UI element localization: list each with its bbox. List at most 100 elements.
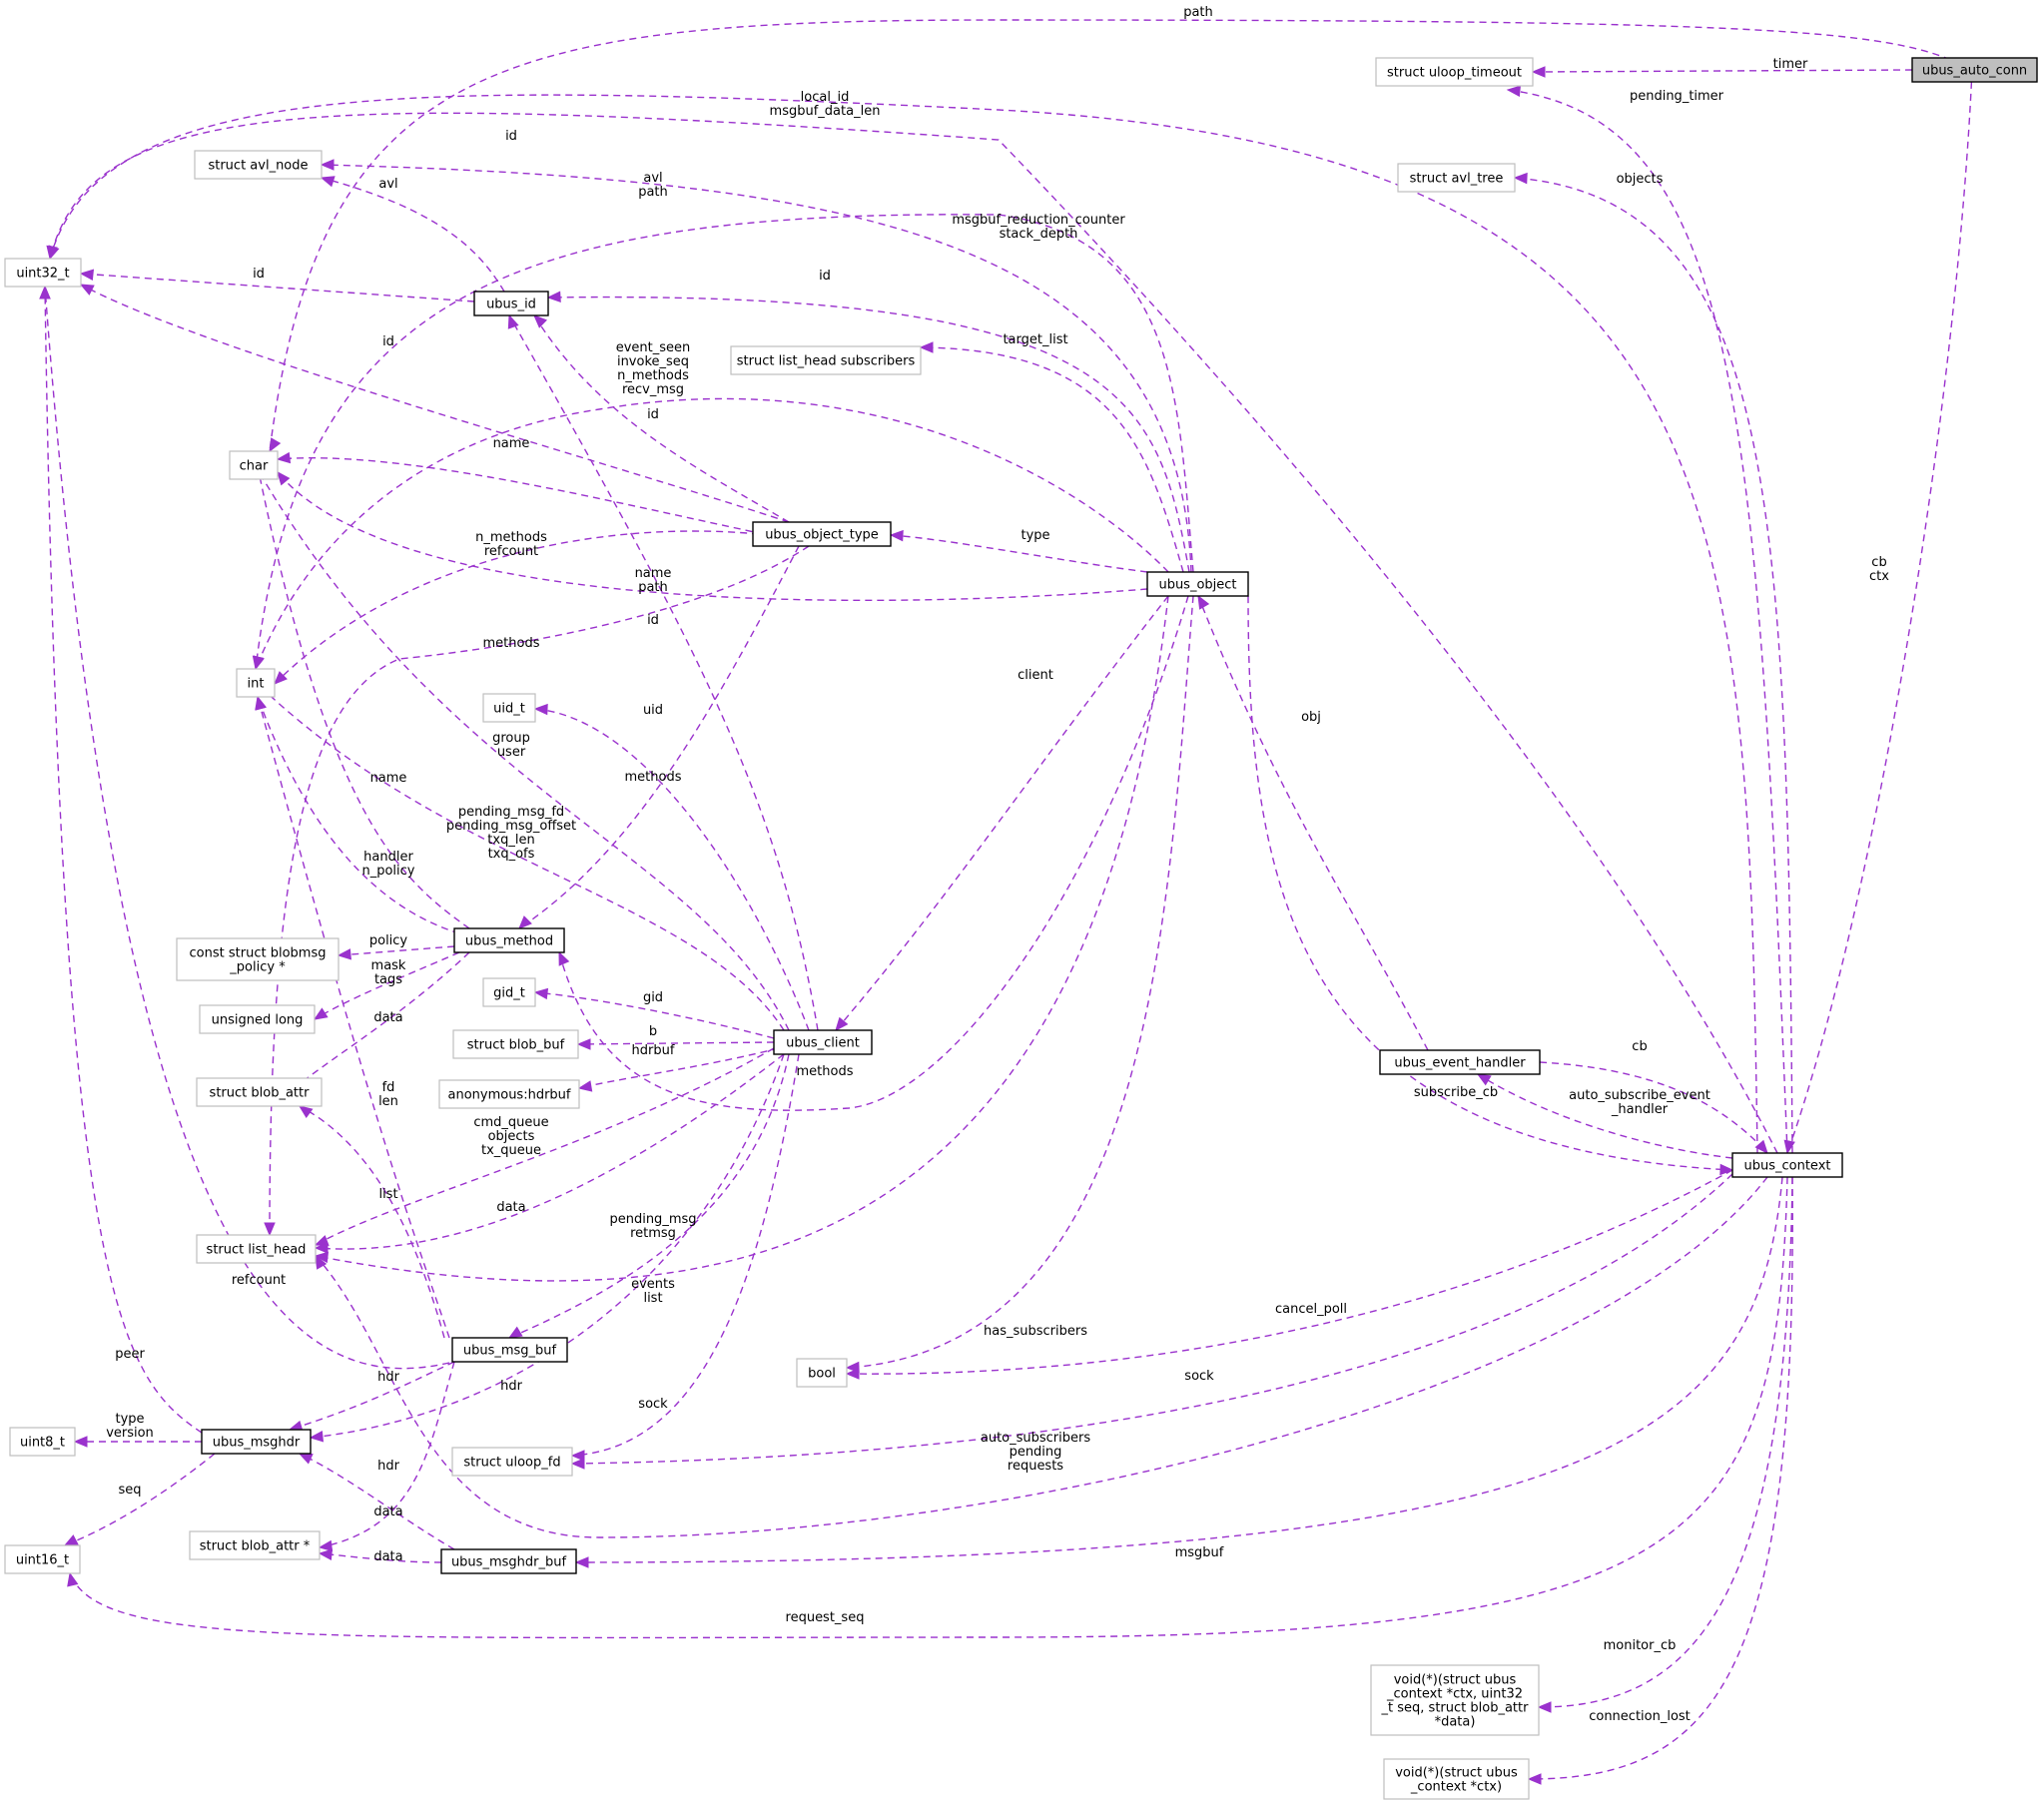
edge-label: sock bbox=[1184, 1369, 1214, 1384]
edge-methods-obj bbox=[558, 595, 1189, 1111]
arrowhead-icon bbox=[298, 1453, 314, 1465]
edge-label: mask bbox=[371, 958, 406, 973]
arrowhead-icon bbox=[507, 313, 519, 329]
arrowhead-icon bbox=[1197, 594, 1210, 610]
arrowhead-icon bbox=[1476, 1073, 1492, 1086]
edge-label: type bbox=[1021, 528, 1049, 543]
node-conn-lost-fn[interactable]: void(*)(struct ubus_context *ctx) bbox=[1383, 1758, 1530, 1800]
edge-target-list bbox=[919, 341, 1184, 573]
edge-id-type-ubusid bbox=[533, 314, 790, 523]
node-list-head-subscribers[interactable]: struct list_head subscribers bbox=[730, 345, 922, 375]
node-avl-tree[interactable]: struct avl_tree bbox=[1397, 163, 1516, 193]
node-unsigned-long[interactable]: unsigned long bbox=[199, 1004, 316, 1034]
edge-label: request_seq bbox=[786, 1610, 865, 1625]
node-label: _context *ctx, uint32 bbox=[1386, 1687, 1523, 1702]
arrowhead-icon bbox=[1506, 85, 1522, 97]
node-ubus-context[interactable]: ubus_context bbox=[1731, 1152, 1843, 1178]
edge-hdr-client bbox=[309, 1053, 785, 1443]
node-ubus-msghdr[interactable]: ubus_msghdr bbox=[201, 1429, 312, 1455]
node-ubus-id[interactable]: ubus_id bbox=[473, 291, 549, 316]
edge-label: hdrbuf bbox=[632, 1043, 675, 1058]
edge-label: tags bbox=[374, 972, 402, 987]
edge-handler-npolicy bbox=[255, 695, 460, 934]
node-label: struct list_head bbox=[207, 1243, 307, 1258]
node-label: _policy * bbox=[229, 960, 286, 975]
node-list-head[interactable]: struct list_head bbox=[196, 1234, 317, 1264]
node-monitor-fn[interactable]: void(*)(struct ubus_context *ctx, uint32… bbox=[1370, 1664, 1540, 1736]
edge-label: uid bbox=[643, 703, 663, 718]
edge-label: path bbox=[638, 185, 668, 200]
node-label: gid_t bbox=[493, 986, 525, 1001]
edge-list bbox=[298, 1105, 445, 1339]
node-label: unsigned long bbox=[212, 1013, 304, 1028]
edge-label: recv_msg bbox=[622, 382, 684, 397]
node-label: _context *ctx) bbox=[1410, 1780, 1502, 1795]
node-ubus-client[interactable]: ubus_client bbox=[773, 1029, 873, 1055]
edge-label: client bbox=[1018, 668, 1053, 683]
arrowhead-icon bbox=[1527, 1773, 1542, 1785]
node-ubus-event-handler[interactable]: ubus_event_handler bbox=[1379, 1049, 1541, 1075]
edge-label: txq_ofs bbox=[488, 847, 535, 862]
arrowhead-icon bbox=[264, 1222, 276, 1237]
node-uint16-t[interactable]: uint16_t bbox=[4, 1544, 81, 1574]
edge-avl-id bbox=[320, 176, 505, 293]
node-label: struct uloop_fd bbox=[463, 1456, 560, 1471]
node-bool[interactable]: bool bbox=[796, 1358, 848, 1388]
edge-policy bbox=[337, 945, 455, 960]
node-ubus-method[interactable]: ubus_method bbox=[453, 927, 565, 953]
edge-label: hdr bbox=[377, 1370, 399, 1385]
node-avl-node[interactable]: struct avl_node bbox=[194, 150, 323, 180]
edge-data-list bbox=[314, 1053, 785, 1254]
arrowhead-icon bbox=[73, 1436, 88, 1448]
edge-label: fd bbox=[382, 1080, 395, 1095]
node-uloop-fd[interactable]: struct uloop_fd bbox=[451, 1447, 573, 1477]
edge-label: msgbuf bbox=[1175, 1545, 1224, 1560]
edge-id-type bbox=[79, 284, 790, 523]
node-label: ubus_method bbox=[465, 934, 553, 949]
node-uloop-timeout[interactable]: struct uloop_timeout bbox=[1375, 57, 1534, 87]
edge-mask-tags bbox=[313, 951, 460, 1020]
node-uid-t[interactable]: uid_t bbox=[482, 693, 536, 723]
node-label: anonymous:hdrbuf bbox=[447, 1088, 570, 1103]
edge-connection-lost bbox=[1527, 1176, 1793, 1785]
edge-id-uint32 bbox=[79, 269, 475, 302]
node-blobmsg-policy[interactable]: const struct blobmsg_policy * bbox=[176, 937, 340, 981]
edge-label: pending_msg_offset bbox=[446, 819, 576, 834]
arrowhead-icon bbox=[320, 159, 335, 171]
edge-hdr-msgbuf bbox=[288, 1361, 455, 1432]
node-label: ubus_msghdr bbox=[213, 1436, 301, 1451]
edge-data-hdrbuf bbox=[318, 1548, 442, 1563]
edge-label: _handler bbox=[1611, 1102, 1669, 1117]
node-blob-attr[interactable]: struct blob_attr bbox=[196, 1077, 323, 1107]
node-char[interactable]: char bbox=[229, 450, 279, 480]
edge-sock-client bbox=[570, 1053, 800, 1462]
edge-label: name bbox=[635, 566, 672, 581]
arrowhead-icon bbox=[320, 176, 336, 188]
arrowhead-icon bbox=[576, 1038, 591, 1050]
edge-label: methods bbox=[625, 770, 682, 785]
edge-id-obj-ubusid bbox=[546, 291, 1190, 573]
node-anon-hdrbuf[interactable]: anonymous:hdrbuf bbox=[438, 1079, 580, 1109]
node-blob-buf[interactable]: struct blob_buf bbox=[452, 1029, 579, 1059]
node-label: uid_t bbox=[493, 702, 525, 717]
edge-label: objects bbox=[1617, 172, 1664, 187]
node-ubus-object[interactable]: ubus_object bbox=[1146, 571, 1249, 597]
edge-label: data bbox=[373, 1505, 402, 1519]
node-ubus-auto-conn[interactable]: ubus_auto_conn bbox=[1911, 57, 2038, 83]
node-uint8-t[interactable]: uint8_t bbox=[9, 1427, 76, 1457]
node-ubus-msg-buf[interactable]: ubus_msg_buf bbox=[451, 1337, 568, 1363]
node-int[interactable]: int bbox=[236, 668, 276, 698]
edge-label: tx_queue bbox=[481, 1143, 541, 1158]
node-ubus-msghdr-buf[interactable]: ubus_msghdr_buf bbox=[440, 1548, 577, 1574]
arrowhead-icon bbox=[274, 671, 288, 685]
node-gid-t[interactable]: gid_t bbox=[482, 977, 536, 1007]
arrowhead-icon bbox=[507, 1326, 523, 1339]
edge-auto-sub bbox=[1476, 1073, 1733, 1159]
edge-msgbuf-red bbox=[252, 214, 1194, 671]
node-uint32-t[interactable]: uint32_t bbox=[4, 258, 82, 288]
node-blob-attr-ptr[interactable]: struct blob_attr * bbox=[189, 1530, 321, 1560]
edge-fd-len bbox=[255, 695, 450, 1339]
edge-label: methods bbox=[483, 636, 540, 651]
node-ubus-object-type[interactable]: ubus_object_type bbox=[752, 521, 892, 547]
